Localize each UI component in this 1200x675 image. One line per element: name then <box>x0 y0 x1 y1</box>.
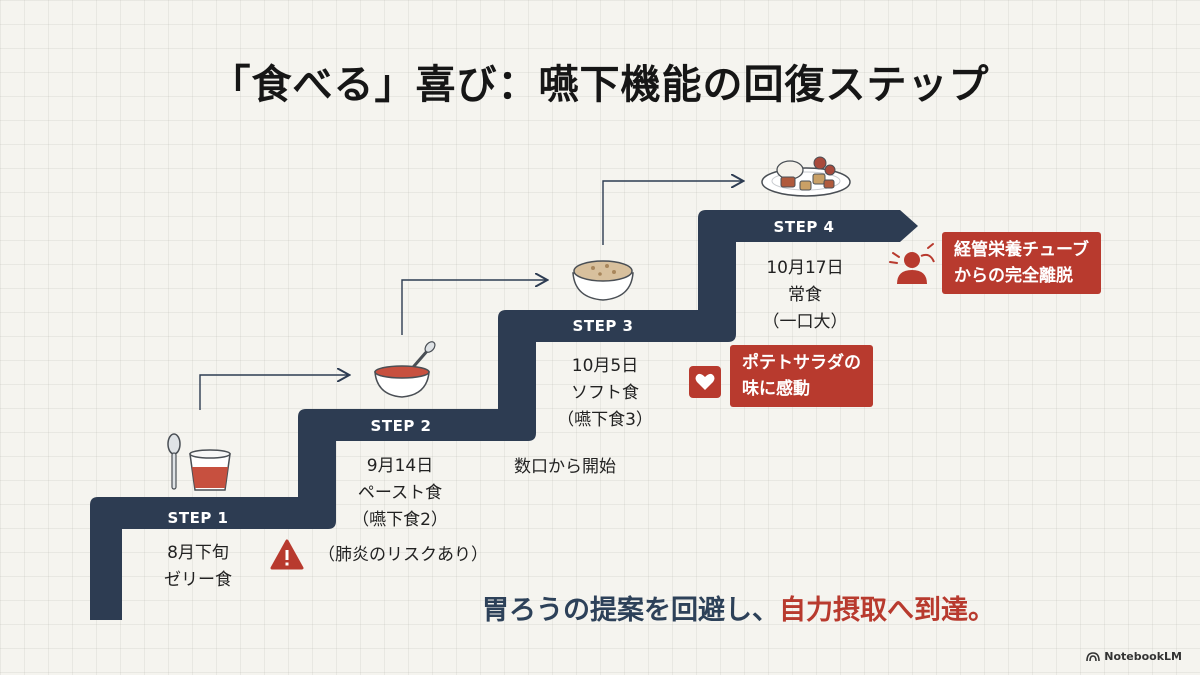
pneumonia-warning-text: （肺炎のリスクあり） <box>318 545 488 565</box>
step-1-text: 8月下旬 ゼリー食 <box>148 540 248 594</box>
tube-free-line-1: 経管栄養チューブ <box>954 240 1089 260</box>
conclusion-part-1: 胃ろうの提案を回避し、 <box>482 595 779 626</box>
step-2-food: ペースト食 <box>357 483 443 503</box>
step-3-detail: （嚥下食3） <box>557 410 653 430</box>
arrow-step1-to-step2 <box>199 375 348 410</box>
potato-salad-line-2: 味に感動 <box>742 379 810 399</box>
tube-free-callout: 経管栄養チューブ からの完全離脱 <box>942 232 1101 294</box>
step-4-date: 10月17日 <box>766 258 844 278</box>
paste-bowl-spoon-icon <box>374 341 436 398</box>
step-3-food: ソフト食 <box>571 383 639 403</box>
person-tube-removed-icon <box>889 243 935 284</box>
step-1-label: STEP 1 <box>168 509 229 527</box>
arrow-step2-to-step3 <box>401 280 546 335</box>
step-2-text: 9月14日 ペースト食 （嚥下食2） <box>340 453 460 534</box>
arrow-step3-to-step4 <box>602 181 742 245</box>
warning-icon <box>270 539 304 570</box>
conclusion-part-2: 自力摂取へ到達。 <box>779 595 995 626</box>
notebooklm-logo-icon <box>1086 651 1101 661</box>
step-4-label: STEP 4 <box>774 218 835 236</box>
jelly-cup-spoon-icon <box>167 433 231 491</box>
step-2-label: STEP 2 <box>371 417 432 435</box>
conclusion-text: 胃ろうの提案を回避し、自力摂取へ到達。 <box>482 588 995 627</box>
page-title: 「食べる」喜び：嚥下機能の回復ステップ <box>210 62 990 108</box>
step-3-label: STEP 3 <box>573 317 634 335</box>
step-2-date: 9月14日 <box>366 456 434 476</box>
step-3-text: 10月5日 ソフト食 （嚥下食3） <box>550 353 660 434</box>
notebooklm-brand: NotebookLM <box>1086 650 1182 663</box>
step-3-date: 10月5日 <box>571 356 639 376</box>
staircase-band <box>90 210 918 620</box>
tube-free-line-2: からの完全離脱 <box>954 266 1073 286</box>
potato-salad-callout: ポテトサラダの 味に感動 <box>730 345 873 407</box>
meal-plate-icon <box>761 156 851 197</box>
step-1-food: ゼリー食 <box>164 570 232 590</box>
heart-icon <box>689 366 721 398</box>
soft-food-bowl-icon <box>572 260 634 301</box>
brand-label: NotebookLM <box>1104 650 1182 663</box>
step-4-food: 常食 <box>788 285 822 305</box>
pneumonia-warning: （肺炎のリスクあり） <box>270 540 488 565</box>
step-4-detail: （一口大） <box>762 312 848 332</box>
step-2-detail: （嚥下食2） <box>352 510 448 530</box>
step-1-date: 8月下旬 <box>167 543 229 563</box>
started-bites-note: 数口から開始 <box>514 457 616 477</box>
potato-salad-line-1: ポテトサラダの <box>742 353 861 373</box>
step-4-text: 10月17日 常食 （一口大） <box>745 255 865 336</box>
